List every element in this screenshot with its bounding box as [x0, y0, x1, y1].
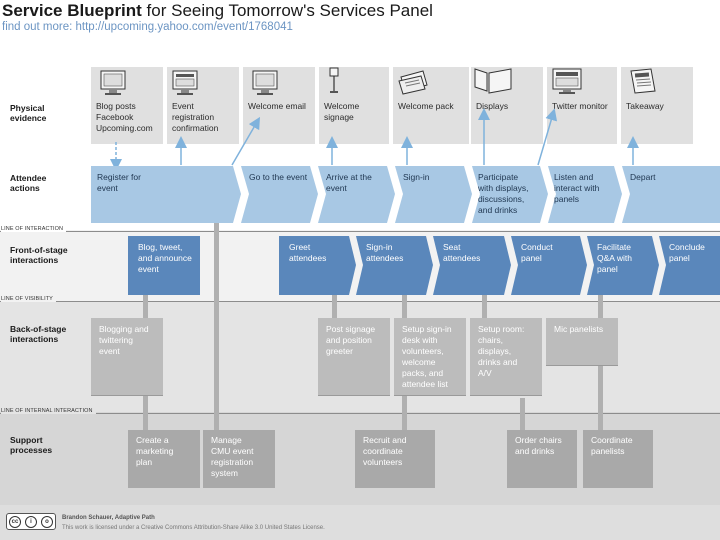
- page-subtitle: find out more: http://upcoming.yahoo.com…: [2, 21, 293, 33]
- front-label: Blog, tweet, and announce event: [138, 242, 192, 274]
- action-label: Arrive at the event: [326, 172, 372, 193]
- papers-icon: [398, 70, 428, 95]
- evidence-welcome-email: Welcome email: [243, 67, 315, 144]
- action-arrive: Arrive at the event: [318, 166, 395, 223]
- action-label: Depart: [630, 172, 656, 182]
- front-label: Seat attendees: [443, 242, 481, 263]
- event-link[interactable]: http://upcoming.yahoo.com/event/1768041: [75, 21, 293, 33]
- evidence-blog-posts: Blog posts Facebook Upcoming.com: [91, 67, 163, 144]
- front-label: Sign-in attendees: [366, 242, 404, 263]
- front-label: Facilitate Q&A with panel: [597, 242, 632, 274]
- action-go-to-event: Go to the event: [241, 166, 318, 223]
- front-conclude: Conclude panel: [659, 236, 720, 295]
- connector-line: [332, 295, 337, 318]
- front-sign-in: Sign-in attendees: [356, 236, 433, 295]
- front-conduct: Conduct panel: [511, 236, 587, 295]
- action-label: Participate with displays, discussions, …: [478, 172, 529, 215]
- evidence-label: Takeaway: [626, 101, 664, 111]
- support-volunteers: Recruit and coordinate volunteers: [355, 430, 435, 488]
- action-participate: Participate with displays, discussions, …: [472, 166, 548, 223]
- front-label: Conduct panel: [521, 242, 553, 263]
- footer: cc i o Brandon Schauer, Adaptive Path Th…: [0, 505, 720, 540]
- support-panelists: Coordinate panelists: [583, 430, 653, 488]
- action-depart: Depart: [622, 166, 720, 223]
- support-label: Manage CMU event registration system: [211, 435, 254, 478]
- back-label: Blogging and twittering event: [99, 324, 149, 356]
- monitor-icon: [100, 70, 126, 95]
- evidence-twitter-monitor: Twitter monitor: [547, 67, 617, 144]
- line-of-visibility-label: Line of visibility: [1, 296, 56, 302]
- connector-line: [214, 223, 219, 430]
- action-listen: Listen and interact with panels: [548, 166, 622, 223]
- support-registration-system: Manage CMU event registration system: [203, 430, 275, 488]
- attribution-icon: i: [25, 516, 37, 528]
- cc-icon: cc: [9, 516, 21, 528]
- action-label: Listen and interact with panels: [554, 172, 600, 204]
- support-label: Coordinate panelists: [591, 435, 633, 456]
- back-label: Mic panelists: [554, 324, 604, 334]
- newsletter-icon: [630, 68, 656, 94]
- back-label: Setup room: chairs, displays, drinks and…: [478, 324, 525, 378]
- support-marketing-plan: Create a marketing plan: [128, 430, 200, 488]
- monitor-icon: [172, 70, 198, 95]
- action-label: Go to the event: [249, 172, 308, 182]
- footer-author: Brandon Schauer, Adaptive Path: [62, 515, 155, 521]
- evidence-label: Twitter monitor: [552, 101, 608, 111]
- evidence-registration-confirmation: Event registration confirmation: [167, 67, 239, 144]
- front-blog-tweet: Blog, tweet, and announce event: [128, 236, 200, 295]
- line-of-visibility: [0, 301, 720, 302]
- connector-line: [482, 295, 487, 318]
- front-label: Greet attendees: [289, 242, 327, 263]
- monitor-icon: [252, 70, 278, 95]
- support-label: Create a marketing plan: [136, 435, 174, 467]
- back-setup-room: Setup room: chairs, displays, drinks and…: [470, 318, 542, 396]
- evidence-welcome-pack: Welcome pack: [393, 67, 469, 144]
- back-setup-sign-in: Setup sign-in desk with volunteers, welc…: [394, 318, 466, 396]
- line-of-internal-interaction: [0, 413, 720, 414]
- back-blogging: Blogging and twittering event: [91, 318, 163, 396]
- support-label: Recruit and coordinate volunteers: [363, 435, 407, 467]
- front-seat: Seat attendees: [433, 236, 511, 295]
- monitor-icon: [552, 68, 582, 94]
- action-label: Register for event: [97, 172, 141, 193]
- front-label: Conclude panel: [669, 242, 705, 263]
- evidence-label: Blog posts Facebook Upcoming.com: [96, 101, 153, 133]
- line-of-interaction-label: Line of interaction: [1, 226, 67, 232]
- share-alike-icon: o: [41, 516, 53, 528]
- front-greet: Greet attendees: [279, 236, 356, 295]
- creative-commons-badge[interactable]: cc i o: [6, 513, 56, 530]
- footer-license[interactable]: This work is licensed under a Creative C…: [62, 525, 325, 531]
- support-chairs-drinks: Order chairs and drinks: [507, 430, 577, 488]
- evidence-label: Welcome pack: [398, 101, 454, 111]
- evidence-label: Event registration confirmation: [172, 101, 219, 133]
- action-label: Sign-in: [403, 172, 430, 182]
- connector-line: [520, 398, 525, 430]
- support-label: Order chairs and drinks: [515, 435, 562, 456]
- back-post-signage: Post signage and position greeter: [318, 318, 390, 396]
- action-sign-in: Sign-in: [395, 166, 472, 223]
- signage-icon: [329, 67, 339, 93]
- line-of-interaction: [0, 231, 720, 232]
- displays-icon: [474, 68, 512, 94]
- line-of-internal-interaction-label: Line of internal interaction: [1, 408, 96, 414]
- evidence-label: Displays: [476, 101, 509, 111]
- evidence-displays: Displays: [471, 67, 543, 144]
- evidence-welcome-signage: Welcome signage: [319, 67, 389, 144]
- evidence-label: Welcome email: [248, 101, 306, 111]
- back-label: Post signage and position greeter: [326, 324, 376, 356]
- back-mic-panelists: Mic panelists: [546, 318, 618, 366]
- action-register: Register for event: [91, 166, 241, 223]
- page-title: Service Blueprint for Seeing Tomorrow's …: [2, 1, 433, 20]
- evidence-label: Welcome signage: [324, 101, 360, 122]
- front-facilitate: Facilitate Q&A with panel: [587, 236, 659, 295]
- evidence-takeaway: Takeaway: [621, 67, 693, 144]
- back-label: Setup sign-in desk with volunteers, welc…: [402, 324, 452, 389]
